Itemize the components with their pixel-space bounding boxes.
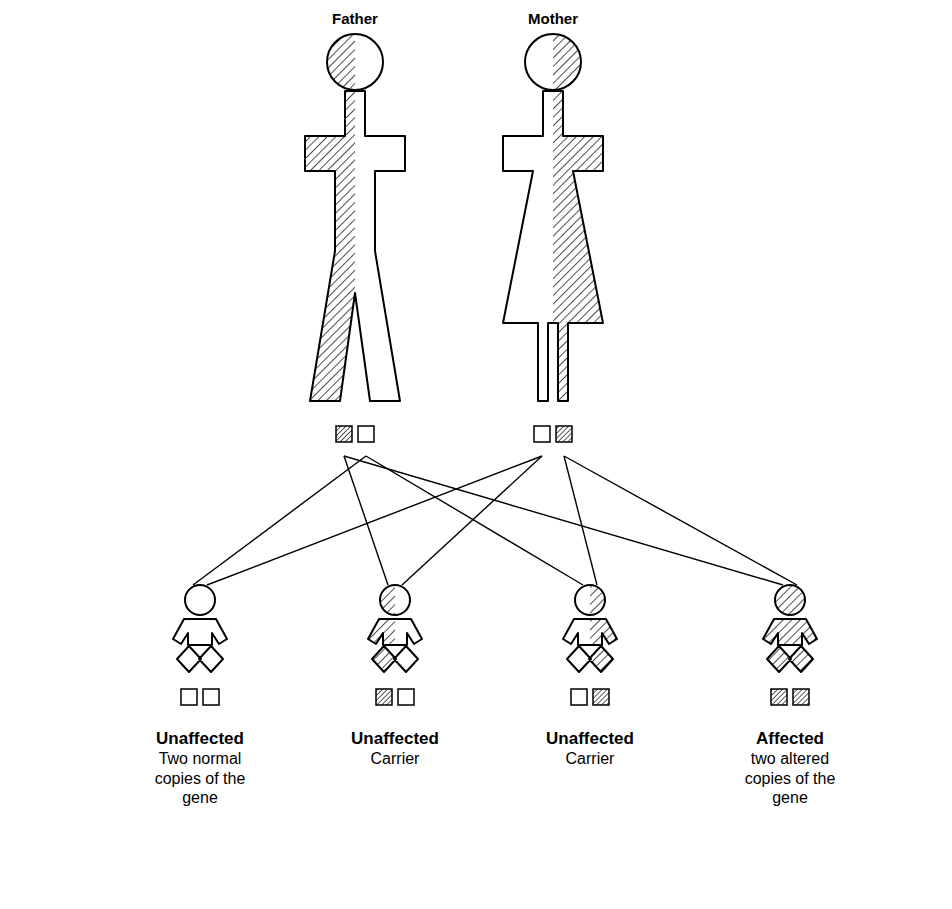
inheritance-line [366,456,583,585]
child-node: UnaffectedTwo normal copies of the gene [120,583,280,807]
inheritance-line [564,456,797,585]
inheritance-line [344,456,388,585]
parent-node: Mother [493,10,613,456]
status-label: Affected [710,729,870,749]
figure-art [120,583,280,713]
status-label: Unaffected [120,729,280,749]
gene-copies [336,426,374,442]
inheritance-line [207,456,542,585]
status-label: Unaffected [315,729,475,749]
figure-art [710,583,870,713]
figure-art [315,583,475,713]
parent-figure [305,34,405,401]
status-note: Carrier [337,749,453,768]
parent-figure [503,34,603,401]
child-figure [563,585,617,672]
figure-art [493,31,613,456]
parent-label: Father [295,10,415,31]
altered-gene [336,426,352,442]
child-figure [763,585,817,672]
normal-gene [181,689,197,705]
status-note: Carrier [532,749,648,768]
status-label: Unaffected [510,729,670,749]
altered-gene [593,689,609,705]
gene-copies [376,689,414,705]
status-note: two altered copies of the gene [732,749,848,807]
child-node: Affectedtwo altered copies of the gene [710,583,870,807]
parent-label: Mother [493,10,613,31]
altered-gene [771,689,787,705]
normal-gene [398,689,414,705]
gene-copies [571,689,609,705]
gene-copies [534,426,572,442]
normal-gene [534,426,550,442]
altered-gene [793,689,809,705]
gene-copies [771,689,809,705]
child-node: UnaffectedCarrier [510,583,670,769]
normal-gene [203,689,219,705]
normal-gene [358,426,374,442]
normal-gene [571,689,587,705]
inheritance-line [564,456,597,585]
inheritance-line [344,456,783,585]
altered-gene [556,426,572,442]
child-node: UnaffectedCarrier [315,583,475,769]
inheritance-line [402,456,542,585]
inheritance-line [193,456,366,585]
figure-art [510,583,670,713]
gene-copies [181,689,219,705]
child-figure [368,585,422,672]
figure-art [295,31,415,456]
altered-gene [376,689,392,705]
parent-node: Father [295,10,415,456]
child-figure [173,585,227,672]
status-note: Two normal copies of the gene [142,749,258,807]
